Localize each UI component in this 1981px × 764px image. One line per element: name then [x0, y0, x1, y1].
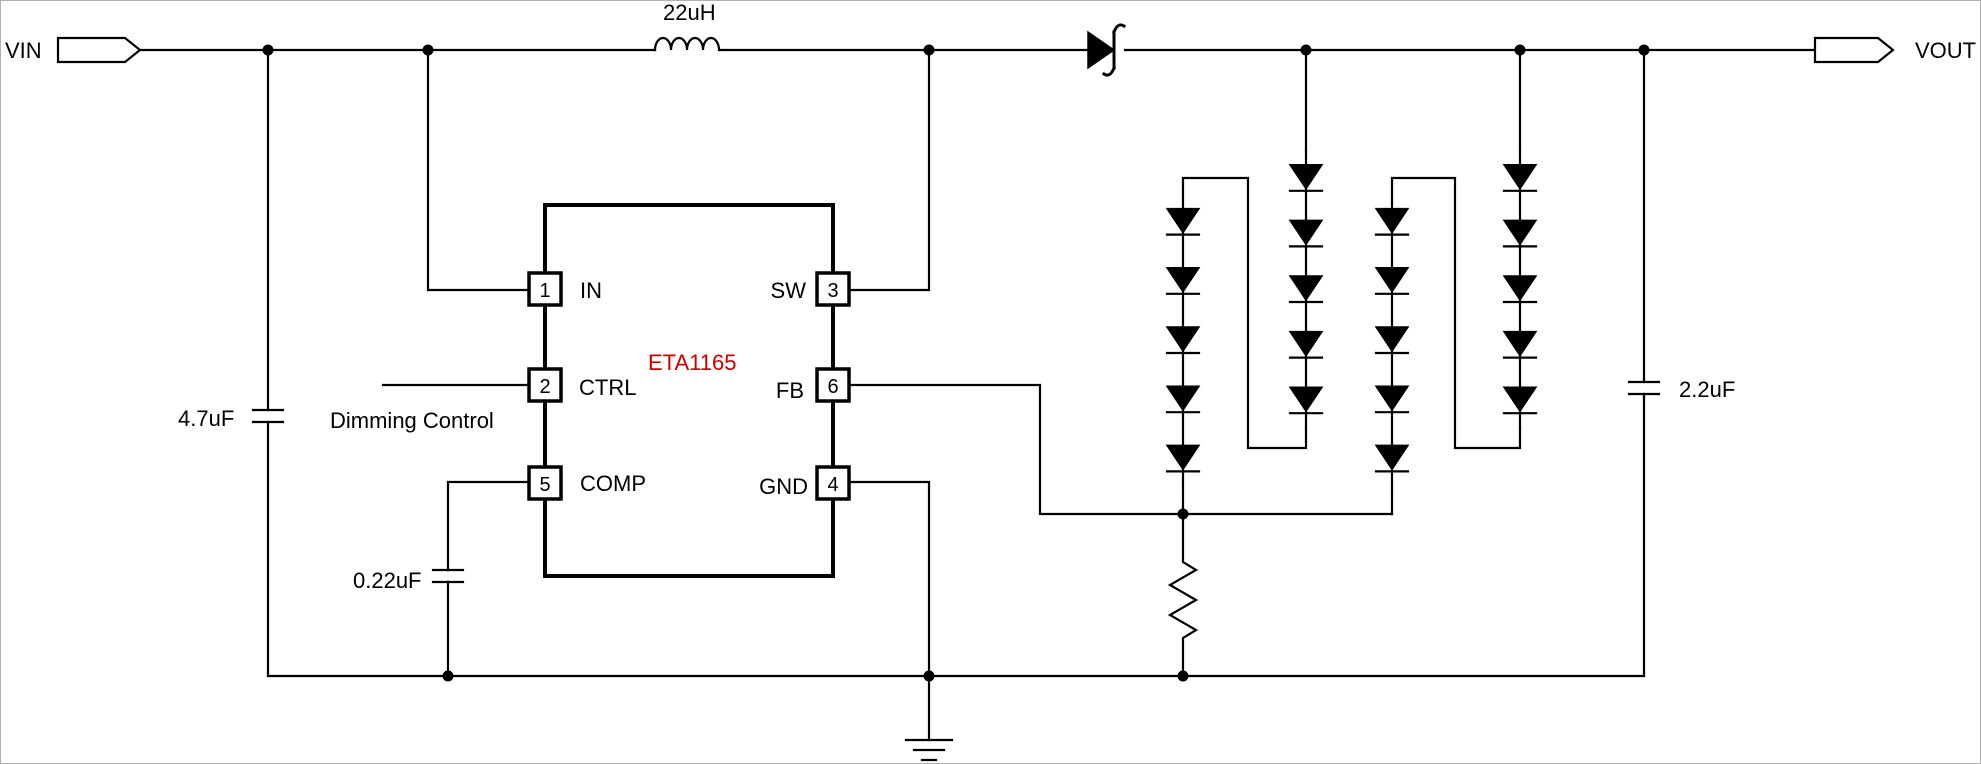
- led-array: [1165, 148, 1538, 490]
- string-b-left-led-2: [1374, 267, 1410, 295]
- string-a-right-led-2: [1288, 219, 1324, 248]
- pin-2-label: CTRL: [579, 375, 636, 400]
- string-a-right-led-3: [1288, 275, 1324, 304]
- comp-cap-value: 0.22uF: [353, 568, 422, 593]
- pin-1-number: 1: [539, 280, 550, 302]
- string-b-left-led-3: [1374, 326, 1410, 355]
- string-b-right-led-2: [1502, 219, 1538, 248]
- output-cap-value: 2.2uF: [1679, 377, 1735, 402]
- string-a-left-led-5: [1165, 444, 1201, 473]
- string-a-right-led-1: [1288, 164, 1324, 192]
- pin-3: 3 SW: [771, 271, 851, 307]
- output-capacitor: 2.2uF: [1627, 48, 1735, 678]
- pin-4-number: 4: [827, 474, 838, 496]
- chip-name: ETA1165: [648, 350, 736, 375]
- string-a-left-led-4: [1165, 385, 1201, 414]
- fb-wire: [848, 383, 1394, 516]
- bottom-junctions: [442, 508, 1189, 682]
- string-a-right-led-5: [1288, 386, 1324, 415]
- vin-port: VIN: [5, 36, 142, 64]
- pin-5: 5 COMP: [527, 465, 646, 501]
- string-b-right-led-4: [1502, 330, 1538, 359]
- pin-6-label: FB: [776, 378, 804, 403]
- dimming-control-label: Dimming Control: [330, 408, 494, 433]
- string-a-left-led-1: [1165, 207, 1201, 236]
- vout-label: VOUT: [1915, 38, 1976, 63]
- pin-6: 6 FB: [776, 367, 851, 403]
- sw-wire: [848, 48, 931, 292]
- schottky-diode: [1087, 23, 1127, 77]
- pin-1: 1 IN: [527, 271, 602, 307]
- vout-port: VOUT: [1813, 36, 1976, 64]
- string-b-left-led-5: [1374, 444, 1410, 473]
- string-a-left-led-3: [1165, 326, 1201, 355]
- sense-resistor: [1167, 512, 1199, 678]
- ground-symbol: [848, 480, 954, 762]
- string-a-left-led-2: [1165, 267, 1201, 295]
- string-a-right-led-4: [1288, 330, 1324, 359]
- pin-2: 2 CTRL: [527, 367, 636, 403]
- vin-label: VIN: [5, 38, 42, 63]
- input-cap-value: 4.7uF: [178, 406, 234, 431]
- input-capacitor: 4.7uF: [178, 48, 285, 678]
- comp-capacitor: 0.22uF: [353, 480, 530, 678]
- string-b-left-led-4: [1374, 385, 1410, 414]
- inductor-value: 22uH: [663, 0, 716, 25]
- inductor: 22uH: [653, 0, 721, 52]
- string-b-right-led-1: [1502, 164, 1538, 192]
- ic-body: [543, 203, 835, 578]
- led-string-wires: [1181, 48, 1522, 516]
- pin-5-label: COMP: [580, 471, 646, 496]
- string-b-right-led-5: [1502, 386, 1538, 415]
- string-b-right-led-3: [1502, 275, 1538, 304]
- pin-3-number: 3: [827, 280, 838, 302]
- string-b-left-led-1: [1374, 207, 1410, 236]
- pin-6-number: 6: [827, 376, 838, 398]
- pin-2-number: 2: [539, 376, 550, 398]
- pin-5-number: 5: [539, 474, 550, 496]
- pin-4: 4 GND: [759, 465, 851, 501]
- pin-1-label: IN: [580, 278, 602, 303]
- pin-3-label: SW: [771, 278, 807, 303]
- pin-4-label: GND: [759, 474, 808, 499]
- in-wire: [426, 48, 530, 292]
